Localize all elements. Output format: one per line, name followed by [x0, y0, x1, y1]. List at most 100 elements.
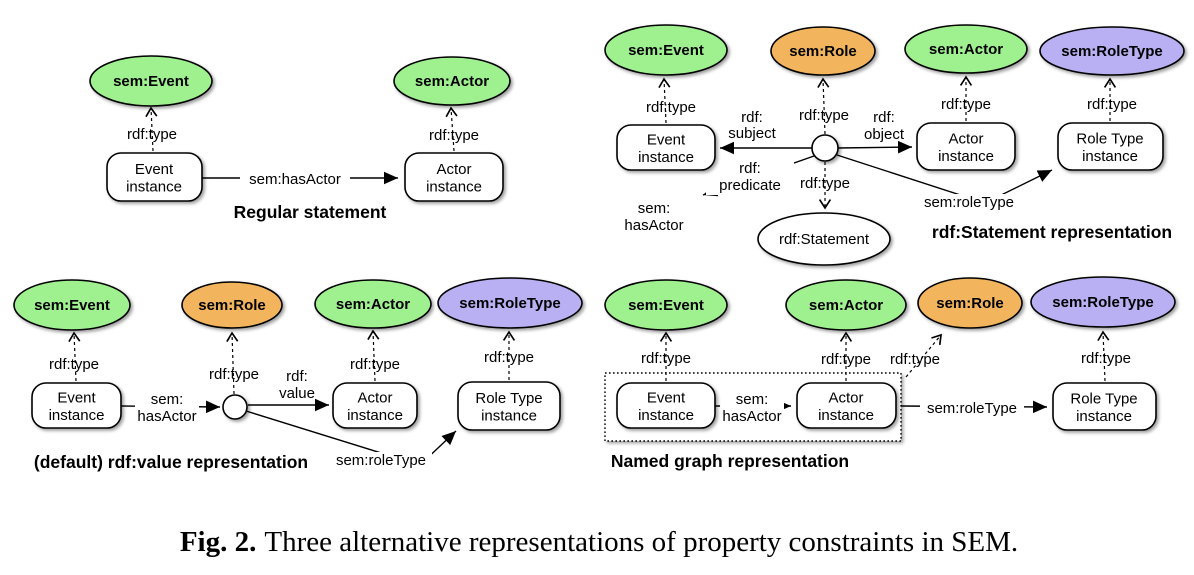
label-backdrop: [720, 391, 784, 426]
edge-label-rdftype: rdf:type: [484, 349, 534, 366]
class-label: sem:Actor: [415, 73, 489, 90]
figure-caption-text: Three alternative representations of pro…: [264, 526, 1018, 558]
class-label: sem:Actor: [929, 41, 1003, 58]
class-node-rdf-statement: [757, 212, 891, 266]
edge-label-rdftype: rdf:type: [429, 127, 479, 144]
property-label-sem-hasactor: sem:: [638, 200, 671, 217]
label-backdrop: [920, 400, 1024, 417]
edge-label-rdftype: rdf:type: [127, 126, 177, 143]
edge-label-rdf-object: rdf:: [873, 109, 895, 126]
node-label: Event: [647, 132, 686, 149]
node-label: Actor: [357, 390, 392, 407]
node-label-rdf-statement: rdf:Statement: [779, 231, 870, 248]
class-node-sem-event: [13, 279, 131, 331]
class-label: sem:Role: [198, 297, 266, 314]
diagram-named-graph-representation: sem:Event sem:Actor sem:Role sem:RoleTyp…: [604, 276, 1176, 471]
class-node-sem-role: [917, 277, 1023, 329]
class-label: sem:Role: [936, 295, 1004, 312]
instance-node-event: [616, 124, 716, 171]
edge-rdftype-actor: [445, 106, 458, 152]
class-label: sem:Event: [628, 42, 704, 59]
node-label: Event: [135, 161, 174, 178]
node-label: Role Type: [1076, 131, 1143, 148]
node-label: Role Type: [1070, 391, 1137, 408]
edge-label-rdftype: rdf:type: [800, 175, 850, 192]
edge-rdftype-event: [658, 77, 671, 124]
label-backdrop: [135, 391, 199, 426]
class-node-sem-role: [181, 281, 283, 329]
edge-label-rdf-value: value: [279, 385, 315, 402]
instance-node-event: [31, 382, 122, 429]
class-label: sem:RoleType: [459, 295, 560, 312]
property-label-sem-hasactor: hasActor: [624, 217, 683, 234]
instance-node-event: [106, 152, 203, 202]
edge-label-sem-roletype: sem:roleType: [927, 400, 1017, 417]
edge-label-rdf-object: object: [864, 126, 905, 143]
edge-label-sem-hasactor: sem:: [151, 391, 184, 408]
edge-label-rdftype: rdf:type: [641, 350, 691, 367]
diagram-regular-statement: sem:Event sem:Actor rdf:type rdf:type se…: [89, 55, 511, 222]
class-label: sem:Actor: [336, 296, 410, 313]
class-node-sem-roletype: [437, 277, 583, 329]
edge-label-rdftype: rdf:type: [1087, 96, 1137, 113]
edge-label-sem-hasactor: sem:: [736, 391, 769, 408]
edge-label-rdf-predicate: rdf:: [739, 160, 761, 177]
blank-node-role: [222, 394, 248, 420]
node-label: instance: [1076, 408, 1132, 425]
instance-node-event: [616, 382, 716, 429]
node-label: instance: [426, 179, 482, 196]
edge-rdftype-actor: [367, 329, 380, 382]
node-label: instance: [126, 179, 182, 196]
edge-label-rdftype: rdf:type: [890, 351, 940, 368]
node-label: instance: [481, 408, 537, 425]
figure-caption-tag: Fig. 2.: [180, 526, 257, 558]
edge-label-sem-hasactor: sem:hasActor: [249, 171, 341, 188]
label-backdrop: [330, 452, 432, 469]
edge-label-rdf-value: rdf:: [286, 368, 308, 385]
node-label: instance: [638, 407, 694, 424]
instance-node-actor: [404, 152, 504, 202]
instance-node-roletype: [1052, 382, 1157, 431]
edge-label-rdftype: rdf:type: [941, 96, 991, 113]
node-label: Actor: [436, 161, 471, 178]
instance-node-actor: [796, 382, 897, 429]
class-label: sem:Event: [113, 73, 189, 90]
label-backdrop: [706, 159, 794, 195]
edge-label-sem-hasactor: hasActor: [722, 408, 781, 425]
node-label: instance: [938, 148, 994, 165]
edge-label-rdftype: rdf:type: [646, 99, 696, 116]
class-node-sem-event: [604, 279, 728, 331]
class-node-sem-actor: [393, 56, 511, 106]
class-node-sem-actor: [314, 279, 432, 329]
node-label: instance: [1082, 148, 1138, 165]
edge-label-rdf-subject: rdf:: [741, 109, 763, 126]
edge-label-rdf-predicate: predicate: [719, 177, 781, 194]
node-label: instance: [638, 149, 694, 166]
class-node-sem-roletype: [1039, 26, 1185, 76]
class-label: sem:RoleType: [1061, 43, 1162, 60]
node-label: instance: [49, 407, 105, 424]
instance-node-roletype: [457, 381, 561, 431]
node-label: Event: [647, 390, 686, 407]
instance-node-actor: [916, 122, 1016, 171]
edge-label-sem-roletype: sem:roleType: [336, 452, 426, 469]
edge-label-sem-hasactor: hasActor: [137, 408, 196, 425]
node-label: Actor: [828, 390, 863, 407]
edge-rdf-object: [837, 140, 913, 154]
class-label: sem:Event: [628, 297, 704, 314]
edge-label-rdftype: rdf:type: [821, 351, 871, 368]
instance-node-actor: [332, 382, 418, 429]
node-label: instance: [818, 407, 874, 424]
node-label: Event: [57, 390, 96, 407]
blank-node-statement: [811, 134, 839, 162]
edge-label-rdftype: rdf:type: [799, 107, 849, 124]
class-label: sem:RoleType: [1052, 294, 1153, 311]
node-label: Role Type: [475, 390, 542, 407]
diagram-rdf-value-representation: sem: Event sem:Role sem:Actor sem:RoleTyp…: [13, 277, 583, 472]
class-label: sem:Actor: [809, 297, 883, 314]
edge-label-rdf-subject: subject: [728, 125, 776, 142]
edge-rdftype-event: [145, 106, 158, 152]
class-node-sem-roletype: [1030, 276, 1176, 328]
diagram-title-regular: Regular statement: [234, 202, 387, 222]
